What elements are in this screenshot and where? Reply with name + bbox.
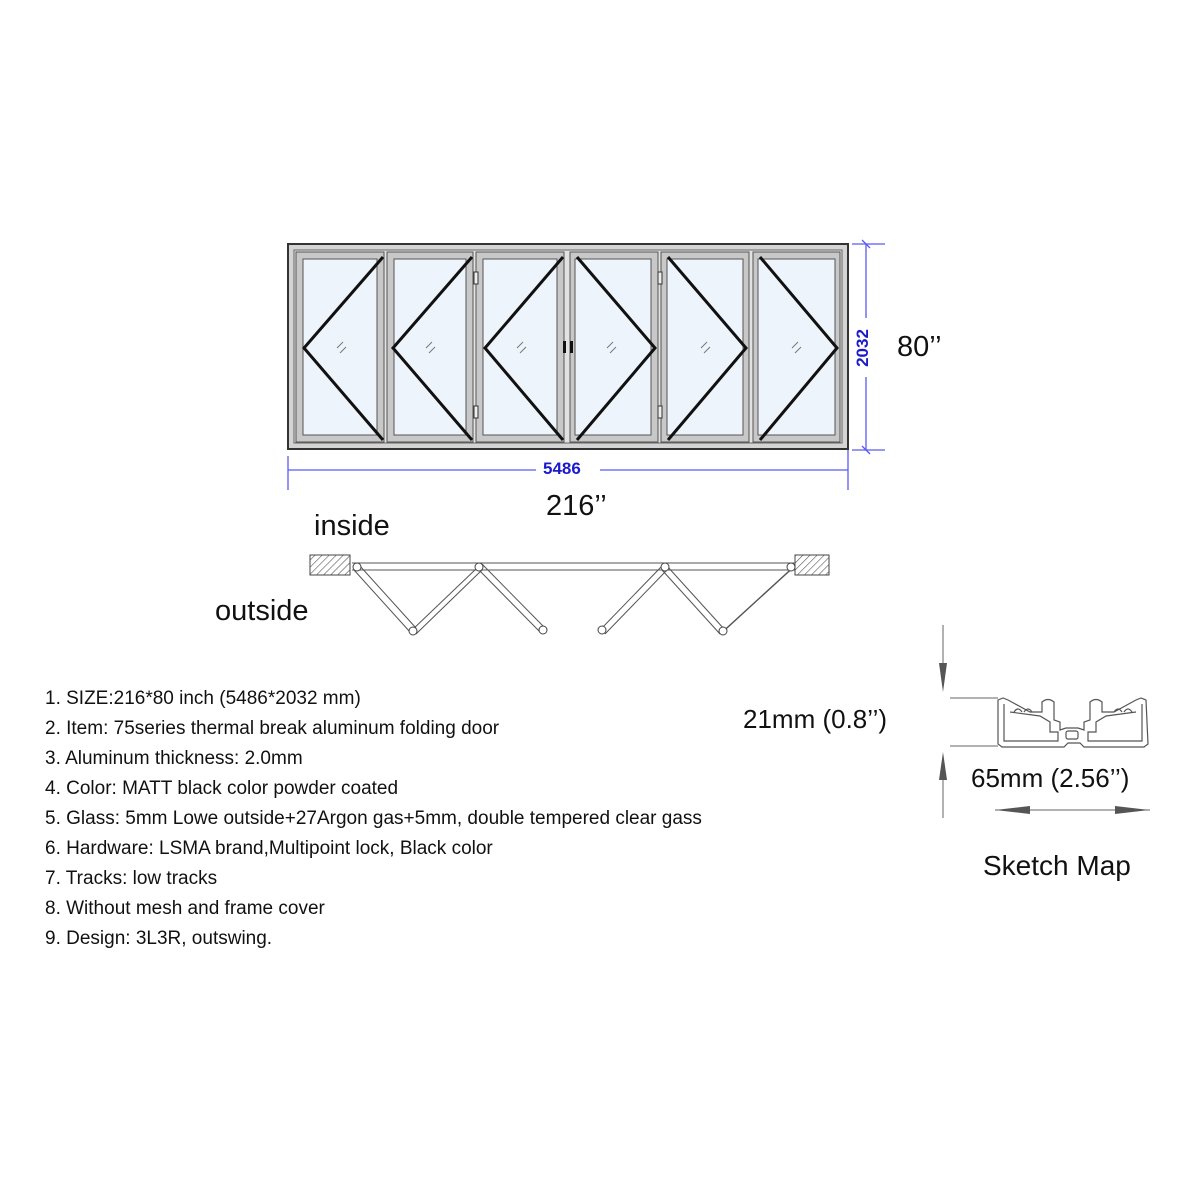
profile-height-label: 21mm (0.8’’): [743, 704, 888, 734]
height-inch-label: 80’’: [897, 331, 942, 363]
door-elevation: 5486 2032 80’’ 216’’: [0, 0, 1200, 522]
spec-list: 1. SIZE:216*80 inch (5486*2032 mm) 2. It…: [45, 684, 702, 954]
width-inch-label: 216’’: [546, 490, 607, 522]
inside-label: inside: [314, 510, 390, 542]
spec-item: 4. Color: MATT black color powder coated: [45, 778, 399, 799]
plan-view-drawing: [309, 554, 830, 636]
spec-item: 8. Without mesh and frame cover: [45, 898, 325, 919]
spec-item: 5. Glass: 5mm Lowe outside+27Argon gas+5…: [45, 808, 702, 829]
handle-icon: [563, 341, 573, 353]
width-mm-label: 5486: [543, 459, 581, 478]
panel-group: [295, 251, 841, 443]
spec-item: 3. Aluminum thickness: 2.0mm: [45, 748, 303, 769]
spec-item: 9. Design: 3L3R, outswing.: [45, 928, 273, 949]
profile-section-drawing: [939, 625, 1150, 818]
spec-item: 7. Tracks: low tracks: [45, 868, 218, 889]
door-elevation-drawing: [287, 239, 885, 490]
spec-item: 6. Hardware: LSMA brand,Multipoint lock,…: [45, 838, 493, 859]
profile-width-label: 65mm (2.56’’): [971, 763, 1130, 793]
spec-item: 2. Item: 75series thermal break aluminum…: [45, 718, 500, 739]
spec-item: 1. SIZE:216*80 inch (5486*2032 mm): [45, 688, 361, 709]
outside-label: outside: [215, 595, 309, 627]
height-mm-label: 2032: [852, 329, 872, 367]
sketch-map-caption: Sketch Map: [983, 850, 1131, 881]
